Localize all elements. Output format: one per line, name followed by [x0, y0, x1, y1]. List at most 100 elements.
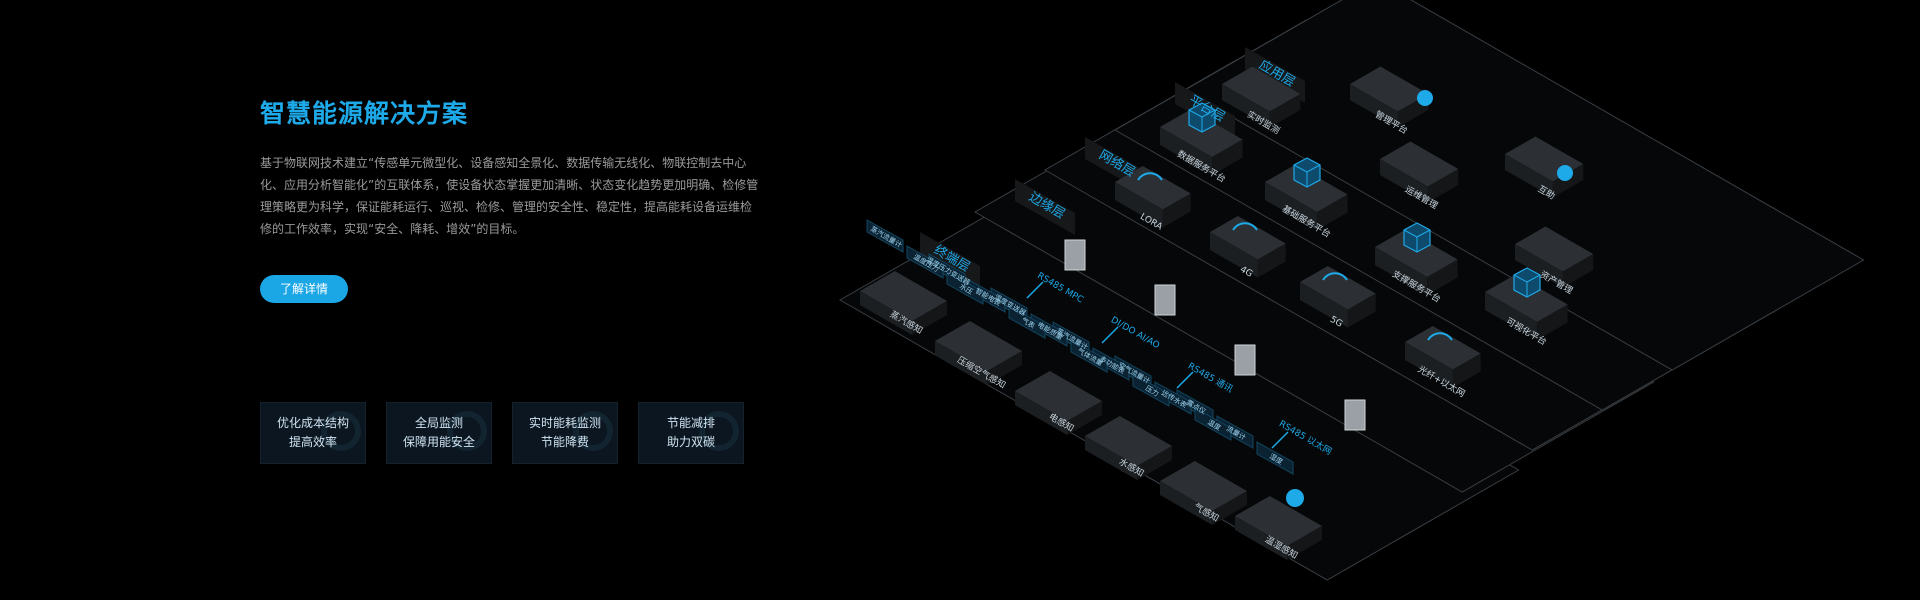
box-right: [1347, 293, 1376, 328]
benefit-line2: 保障用能安全: [402, 435, 475, 449]
gateway-device-icon: [1064, 239, 1086, 271]
box-left: [1265, 182, 1318, 230]
box-left: [1210, 232, 1258, 278]
solution-description: 基于物联网技术建立“传感单元微型化、设备感知全景化、数据传输无线化、物联控制去中…: [260, 156, 759, 236]
network-module-box: [1115, 166, 1191, 228]
benefit-line1: 实时能耗监测: [528, 416, 601, 430]
box-right: [1552, 164, 1584, 198]
layer-tag: [1015, 179, 1075, 235]
box-right: [1452, 353, 1481, 388]
benefit-line2: 提高效率: [288, 435, 337, 449]
benefit-line1: 全局监测: [414, 416, 463, 430]
benefit-text: 节能减排 助力双碳: [639, 414, 743, 452]
benefit-card: 优化成本结构 提高效率: [260, 402, 366, 464]
box-top: [1350, 66, 1429, 112]
box-right: [1317, 194, 1348, 230]
terminal-group-box: [1015, 371, 1102, 435]
arrow-icon: [1026, 281, 1044, 299]
box-top: [1375, 229, 1458, 277]
benefit-line1: 优化成本结构: [276, 416, 349, 430]
terminal-item-label: 蒸汽流量计: [869, 224, 904, 249]
terminal-item-tag: [1256, 441, 1294, 475]
box-top: [1235, 496, 1322, 546]
box-left: [1405, 342, 1453, 388]
box-top: [1085, 416, 1172, 466]
benefit-line2: 节能降费: [540, 435, 589, 449]
ring-icon: [321, 411, 361, 451]
terminal-item-tag: [906, 245, 944, 279]
wifi-icon: [1427, 332, 1453, 341]
box-left: [860, 291, 913, 335]
benefit-line1: 节能减排: [666, 416, 715, 430]
app-module-box: [1222, 66, 1301, 128]
box-top: [1380, 141, 1459, 187]
gateway-device-icon: [1154, 284, 1176, 316]
box-left: [1350, 84, 1398, 128]
wifi-icon: [1137, 172, 1163, 181]
cloud-icon: [1286, 489, 1304, 507]
terminal-item-tag: [866, 219, 904, 253]
network-module-box: [1300, 266, 1376, 328]
box-left: [1300, 282, 1348, 328]
terminal-item-tag: [1008, 305, 1046, 339]
arrow-icon: [1176, 371, 1194, 389]
terminal-group-box: [860, 271, 947, 335]
box-left: [935, 341, 988, 385]
learn-more-button[interactable]: 了解详情: [260, 275, 348, 303]
user-icon: [1557, 165, 1573, 181]
terminal-item-tag: [1132, 373, 1170, 407]
box-right: [987, 351, 1022, 385]
data-cube-icon: [1188, 102, 1216, 133]
terminal-item-tag: [946, 271, 984, 305]
box-right: [1537, 304, 1568, 340]
box-right: [1212, 491, 1247, 525]
box-left: [1160, 481, 1213, 525]
benefit-text: 全局监测 保障用能安全: [387, 414, 491, 452]
box-left: [1485, 292, 1538, 340]
benefit-card: 全局监测 保障用能安全: [386, 402, 492, 464]
data-cube-icon: [1513, 267, 1541, 298]
box-top: [1015, 371, 1102, 421]
platform-module-box: [1375, 229, 1458, 295]
box-right: [912, 301, 947, 335]
box-top: [1210, 216, 1286, 260]
box-right: [1287, 526, 1322, 560]
box-left: [1515, 244, 1563, 288]
box-top: [860, 271, 947, 321]
platform-module-box: [1485, 274, 1568, 340]
terminal-item-tag: [1194, 407, 1232, 441]
box-top: [1405, 326, 1481, 370]
box-left: [1380, 159, 1428, 203]
hexagon-icon: [447, 411, 487, 451]
terminal-group-box: [1160, 461, 1247, 525]
box-top: [1160, 109, 1243, 157]
gateway-device-icon: [1344, 399, 1366, 431]
box-right: [1257, 243, 1286, 278]
benefit-text: 优化成本结构 提高效率: [261, 414, 365, 452]
arrow-icon: [1101, 326, 1119, 344]
box-left: [1115, 182, 1163, 228]
box-left: [1222, 84, 1270, 128]
app-module-box: [1515, 226, 1594, 288]
box-right: [1427, 169, 1459, 203]
module-boxes: [860, 47, 1594, 560]
box-left: [1015, 391, 1068, 435]
terminal-group-box: [1235, 496, 1322, 560]
box-left: [1235, 516, 1288, 560]
terminal-group-box: [1085, 416, 1172, 480]
arrow-icon: [1271, 431, 1289, 449]
box-right: [1562, 254, 1594, 288]
box-left: [1375, 247, 1428, 295]
box-top: [1222, 66, 1301, 112]
page-title: 智慧能源解决方案: [260, 99, 469, 128]
platform-module-box: [1160, 109, 1243, 175]
benefit-text: 实时能耗监测 节能降费: [513, 414, 617, 452]
box-left: [1085, 436, 1138, 480]
data-cube-icon: [1293, 157, 1321, 188]
gateway-device-icon: [1234, 344, 1256, 376]
ring-icon: [699, 411, 739, 451]
box-top: [1115, 166, 1191, 210]
box-left: [1505, 154, 1553, 198]
terminal-group-box: [935, 321, 1022, 385]
box-right: [1067, 401, 1102, 435]
